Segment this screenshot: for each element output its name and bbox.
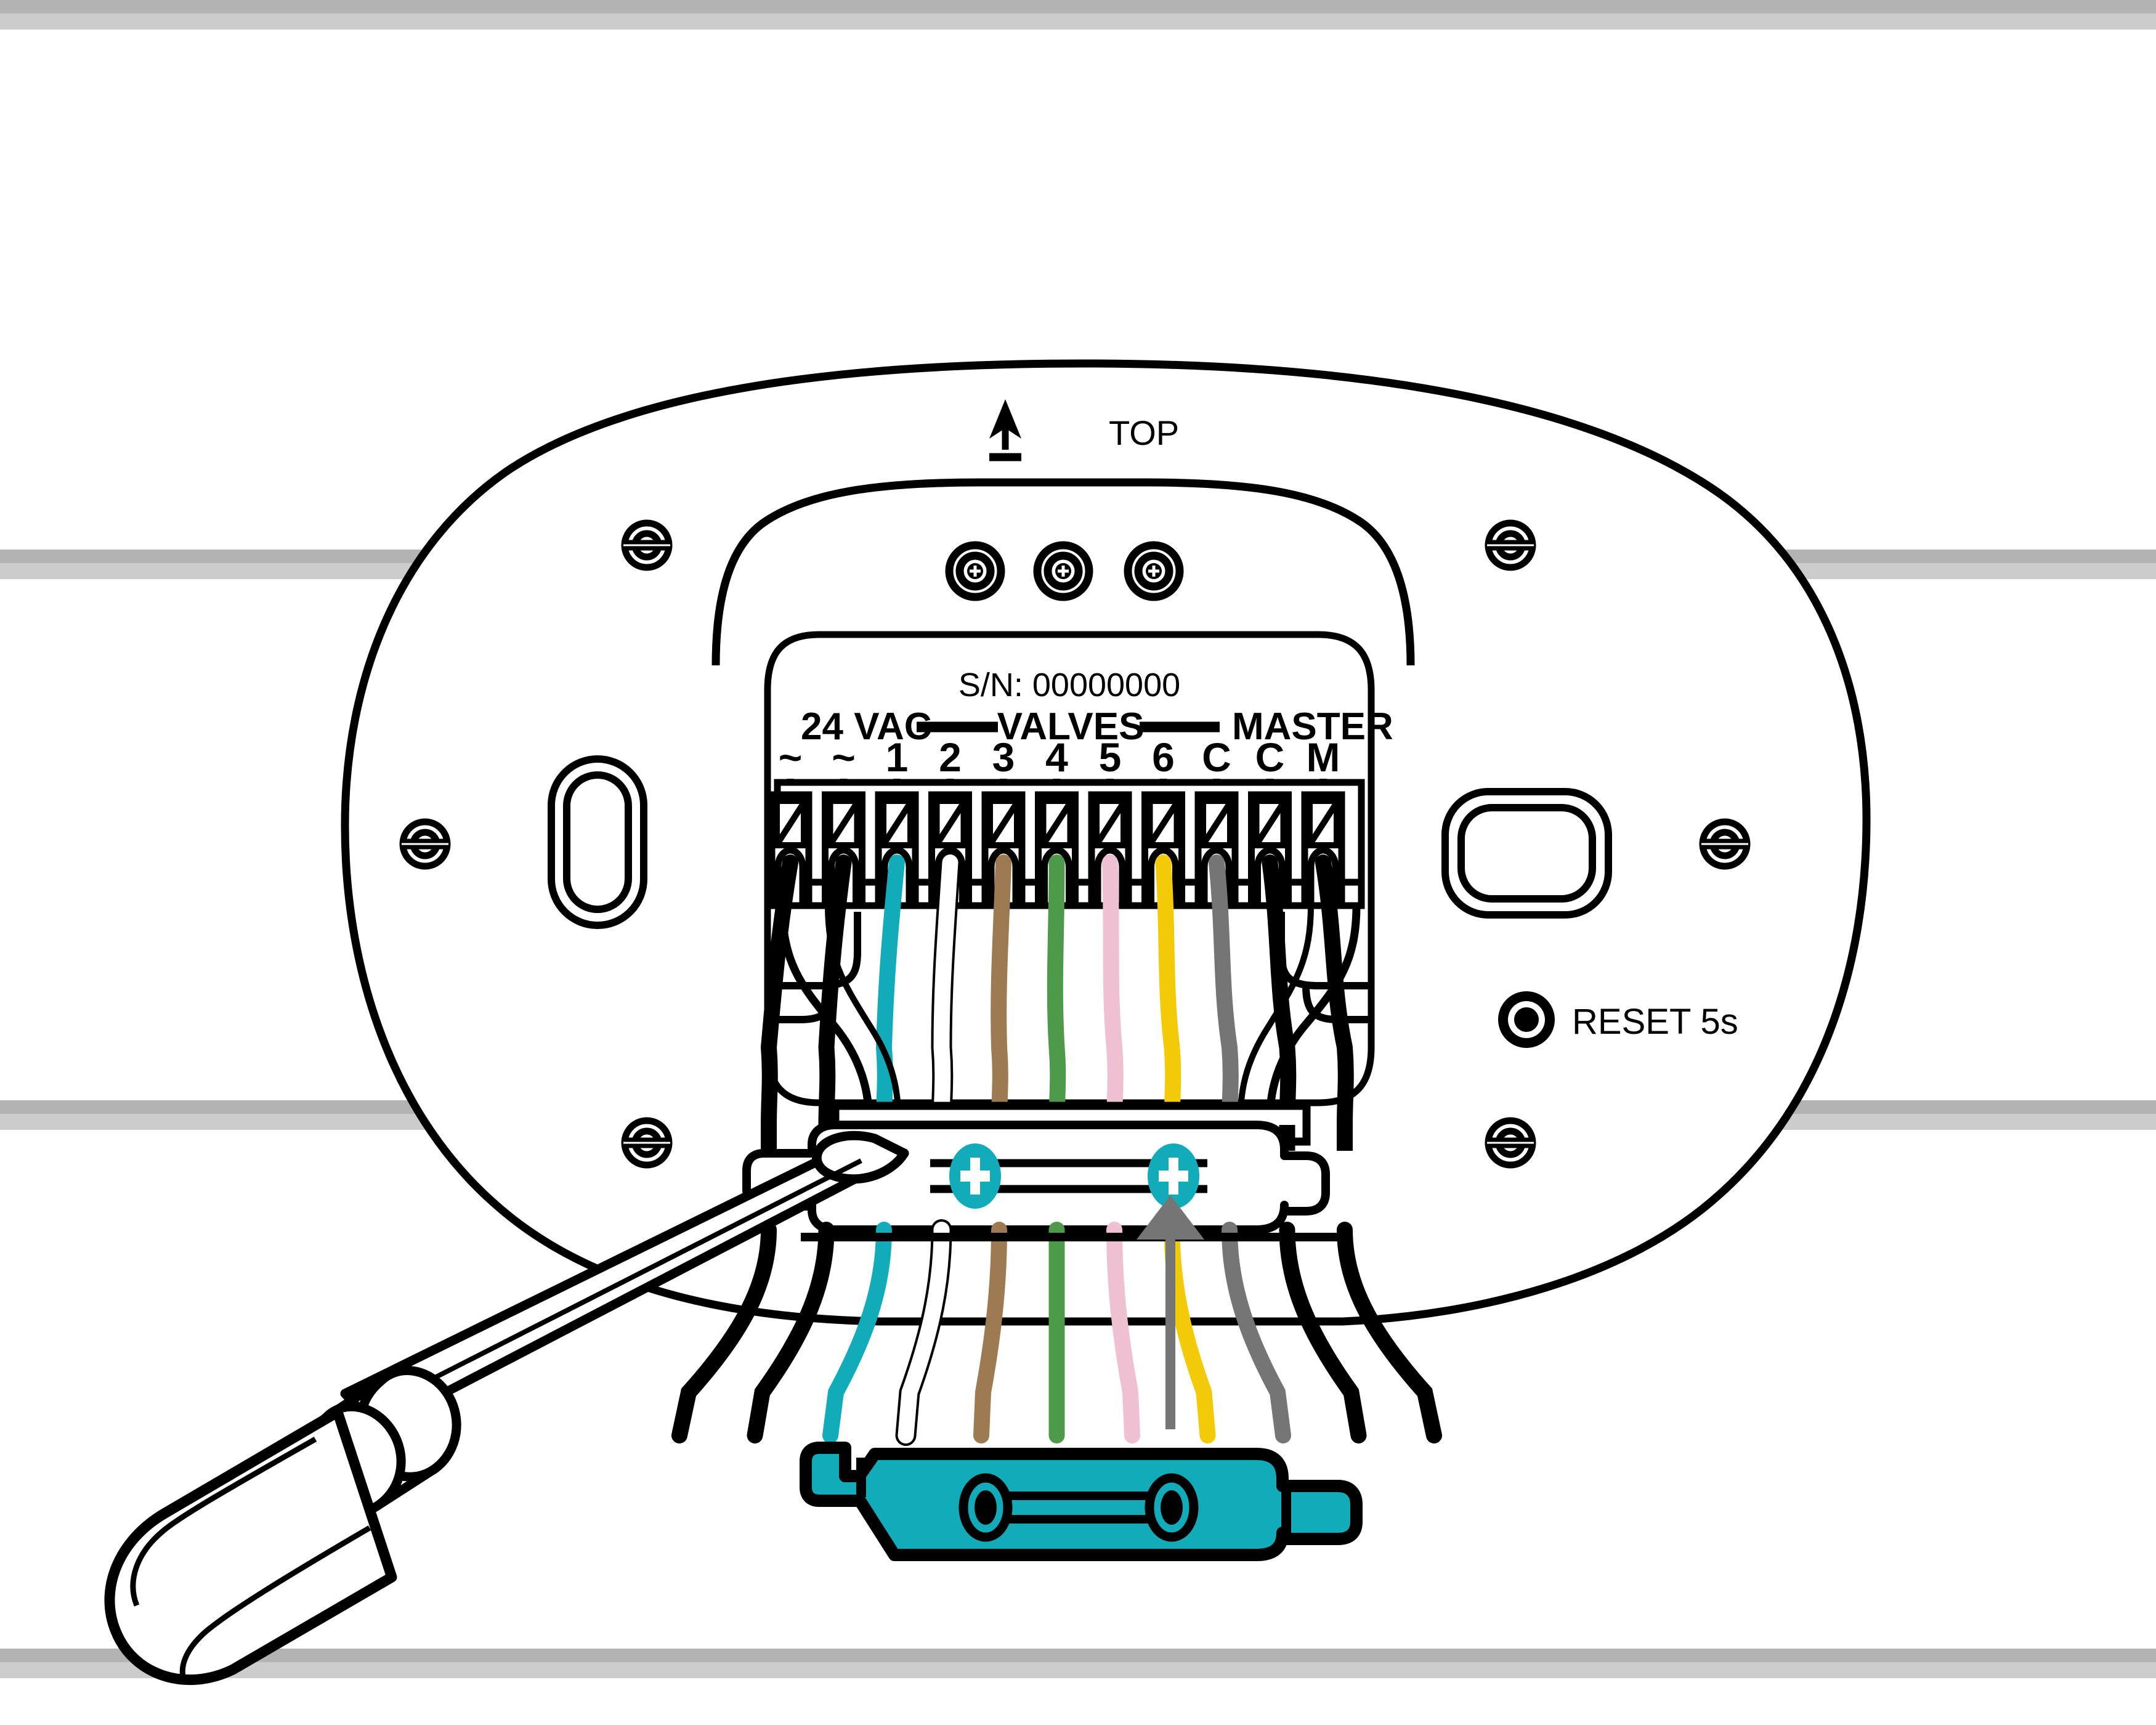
boss-screw [945,541,1005,601]
terminal-slot-diagonal [881,803,912,845]
insertion-arrow [1137,1195,1204,1429]
terminal-label-3: 3 [992,734,1015,780]
terminal-slot-diagonal [988,803,1019,845]
terminal-label-1: 1 [886,734,909,780]
terminal-label-m: M [1307,734,1340,780]
up-arrow-icon [989,399,1021,461]
terminal-wire-throat [987,846,1019,906]
wire-passthrough-slot-right [1441,788,1612,919]
terminal-label-2: 2 [939,734,962,780]
terminal-wire-throat [881,846,913,906]
mount-screw-hole [621,519,673,571]
terminal-wire-throat [1041,846,1072,906]
phillips-screw-icon[interactable] [1148,1143,1199,1209]
reset-button[interactable] [1498,991,1555,1048]
wall-stripe [0,0,2156,30]
wire-tails [671,1219,1442,1446]
wire-yellow [1155,854,1181,1133]
terminal-wire-throat [1148,846,1179,906]
wall-stripe [0,1649,2156,1678]
terminal-wire-throat [774,846,806,906]
terminal-slot-diagonal [935,803,965,845]
mount-screw-hole [1485,519,1536,571]
wire-tail-brown [973,1222,1007,1443]
wire-passthrough-slot-left [548,755,647,929]
wire-green [1047,854,1066,1133]
terminal-slot-diagonal [1308,803,1339,845]
mount-screw-hole [399,818,451,870]
wire-black [1262,854,1297,1133]
terminal-wire-throat [1094,846,1126,906]
group-label-valves: VALVES [997,705,1145,748]
terminal-slot-diagonal [775,803,806,845]
terminal-wire-throat [1254,846,1286,906]
terminal-cell[interactable] [928,791,972,909]
terminal-housing-shoulder [711,478,1415,666]
terminal-slot-diagonal [1255,803,1285,845]
strain-relief-clamp-part[interactable] [800,1442,1363,1561]
clamp-hole [958,1473,1013,1542]
wire-brown [991,854,1011,1133]
wire-channel-walls [770,905,1369,1116]
top-label: TOP [1109,413,1179,452]
mount-screw-hole [1699,818,1751,870]
reset-label: RESET 5s [1572,1002,1738,1042]
wire-tail-black [671,1222,777,1443]
mount-screw-hole [1485,1117,1536,1169]
terminal-cell[interactable] [981,791,1026,909]
wire-teal [875,854,905,1133]
terminal-cell[interactable] [1141,791,1185,909]
wire-bundle [760,852,1354,1135]
terminal-label-tilde: ~ [832,734,856,780]
terminal-wire-throat [1307,846,1339,906]
terminal-group-header: 24 VAC VALVES MASTER [801,705,1393,748]
wire-gray [1209,854,1239,1133]
terminal-label-tilde: ~ [779,734,803,780]
clamp-screw-markers [949,1143,1199,1209]
wire-tail-pink [1106,1222,1140,1443]
group-label-master: MASTER [1232,705,1393,748]
serial-number-label: S/N: 00000000 [958,667,1180,704]
flathead-screwdriver[interactable] [104,1130,909,1686]
group-label-24vac: 24 VAC [801,705,932,748]
terminal-label-c: C [1255,734,1285,780]
wire-tail-white [898,1222,950,1443]
wire-tail-black [747,1222,835,1443]
wire-white [933,854,958,1133]
terminal-slot-diagonal [1201,803,1232,845]
terminal-wire-throat [1201,846,1233,906]
phillips-screw-icon[interactable] [949,1143,1001,1209]
boss-screw [1124,541,1184,601]
terminal-cells [768,791,1345,909]
terminal-label-5: 5 [1099,734,1122,780]
wire-tail-black [1279,1222,1367,1443]
terminal-slot-diagonal [1042,803,1072,845]
wire-black [1315,854,1354,1133]
terminal-cell[interactable] [1248,791,1292,909]
boss-screws [945,541,1184,601]
mount-screw-holes [399,519,1751,1169]
wire-tail-teal [822,1222,892,1443]
terminal-label-4: 4 [1045,734,1068,780]
wire-pink [1102,854,1124,1133]
boss-screw [1033,541,1093,601]
terminal-label-c: C [1202,734,1231,780]
wire-black [818,854,852,1133]
terminal-wire-throat [828,846,859,906]
terminal-slot-diagonal [1148,803,1178,845]
terminal-slot-diagonal [829,803,859,845]
terminal-slot-diagonal [1095,803,1125,845]
wire-tail-gray [1222,1222,1291,1443]
terminal-wire-throat [934,846,966,906]
mount-screw-hole [621,1117,673,1169]
orientation-indicator: TOP [989,399,1179,461]
wire-tail-black [1337,1222,1442,1443]
clamp-hole [1145,1473,1199,1542]
terminal-label-6: 6 [1152,734,1175,780]
